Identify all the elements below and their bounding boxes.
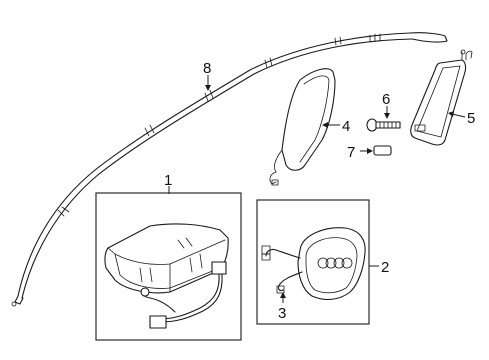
bolt	[366, 118, 401, 132]
side-airbag-right	[410, 49, 473, 146]
callout-3: 3	[278, 305, 286, 322]
side-airbag-left	[269, 68, 336, 186]
passenger-airbag-harness	[140, 261, 227, 329]
callout-5-leader	[451, 113, 466, 118]
audi-rings-logo	[317, 257, 353, 269]
callout-5: 5	[467, 110, 475, 127]
callout-8: 8	[203, 60, 211, 77]
clip	[373, 145, 392, 156]
curtain-airbag	[11, 32, 448, 307]
callout-4: 4	[342, 118, 350, 135]
steering-wheel-airbag	[297, 227, 366, 301]
callout-7: 7	[347, 144, 355, 161]
callout-2: 2	[381, 259, 389, 276]
callout-6: 6	[382, 91, 390, 108]
passenger-airbag-module	[104, 223, 229, 294]
part-2-box	[256, 199, 370, 325]
callout-1: 1	[164, 172, 172, 189]
steering-airbag-harness	[261, 245, 303, 294]
